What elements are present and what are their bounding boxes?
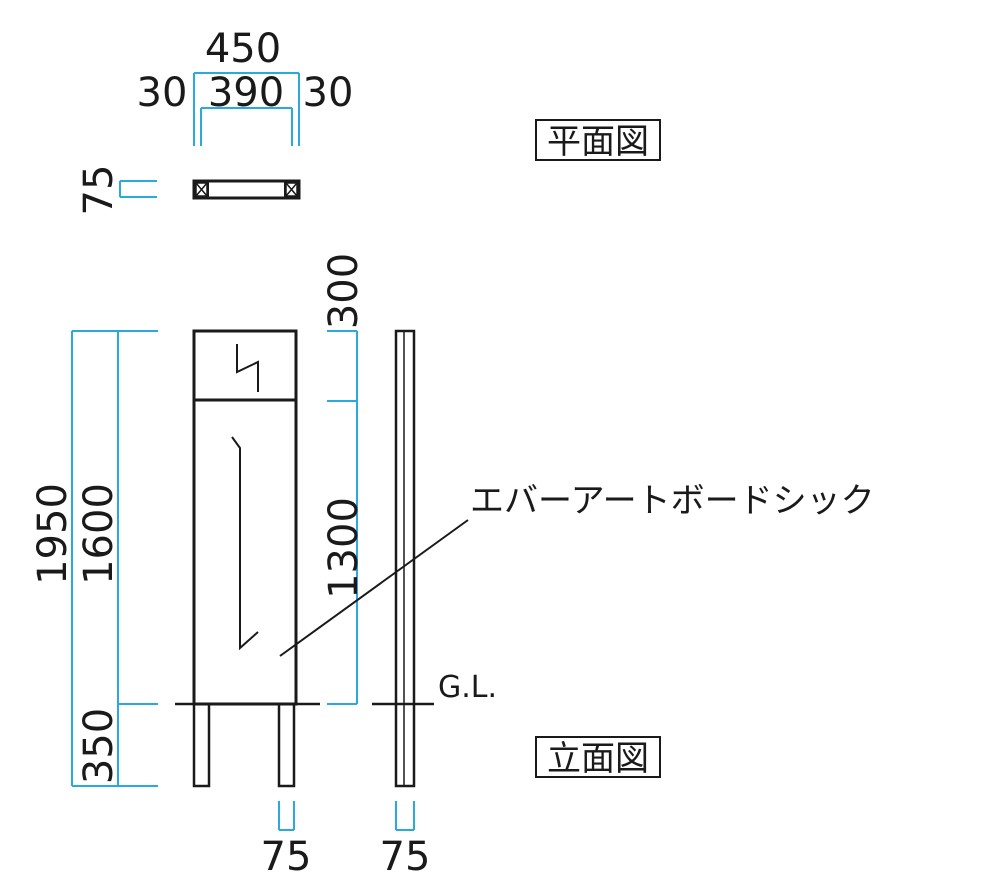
plan-dim-depth: 75 xyxy=(76,165,122,216)
elevation-view: 1950 1600 350 300 1300 G.L. xyxy=(30,253,875,880)
elev-dim-main-panel: 1300 xyxy=(321,497,367,599)
elevation-title: 立面図 xyxy=(547,739,649,779)
plan-dim-left: 30 xyxy=(137,70,188,116)
side-elevation xyxy=(372,329,434,788)
front-post-right xyxy=(277,702,296,788)
front-elevation xyxy=(175,329,320,788)
main-panel-break-mark xyxy=(231,436,259,651)
plan-dim-right: 30 xyxy=(303,70,354,116)
material-leader-line xyxy=(279,519,469,657)
plan-dim-total: 450 xyxy=(205,26,281,72)
ground-line-label: G.L. xyxy=(438,670,497,705)
elev-dim-above-ground: 1600 xyxy=(76,483,122,585)
front-post-left xyxy=(192,702,211,788)
elevation-title-box: 立面図 xyxy=(535,736,661,779)
post-width-dimensions xyxy=(278,801,415,831)
elev-dim-overall: 1950 xyxy=(30,483,76,585)
plan-title: 平面図 xyxy=(547,122,649,162)
post-cross-left xyxy=(195,182,208,197)
post-cross-right xyxy=(285,182,298,197)
elev-dim-below-ground: 350 xyxy=(76,708,122,784)
elevation-right-dimensions xyxy=(327,330,358,705)
plan-section xyxy=(192,179,301,200)
elev-dim-top-panel: 300 xyxy=(321,253,367,329)
elev-dim-post-side: 75 xyxy=(380,834,431,880)
plan-view: 450 30 390 30 75 平面図 xyxy=(76,26,661,216)
elev-dim-post-front: 75 xyxy=(261,834,312,880)
plan-dimension-lines xyxy=(119,72,300,198)
material-label: エバーアートボードシック xyxy=(470,481,875,521)
elevation-left-dimensions xyxy=(71,330,158,787)
top-panel-break-mark xyxy=(236,344,259,392)
plan-dim-center: 390 xyxy=(208,70,284,116)
plan-title-box: 平面図 xyxy=(535,119,661,162)
